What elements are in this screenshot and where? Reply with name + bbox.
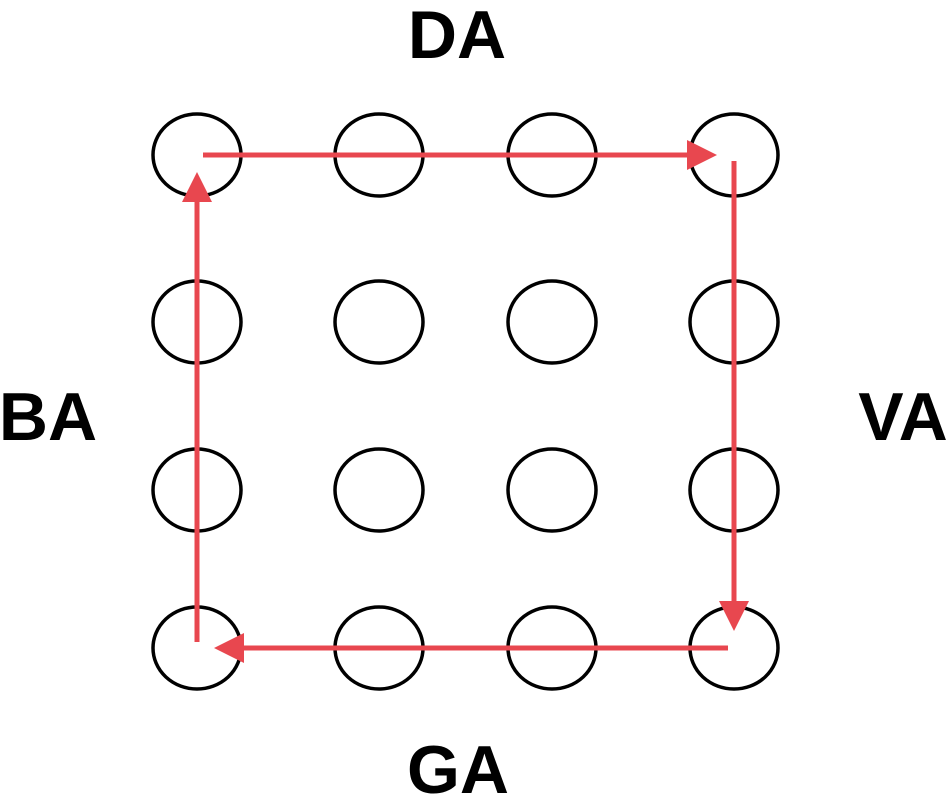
grid-circle-r2-c2	[333, 279, 425, 365]
label-left: BA	[0, 379, 97, 455]
label-bottom: GA	[407, 732, 509, 796]
grid-circle-r3-c3	[506, 447, 598, 533]
grid-circle-r3-c2	[333, 447, 425, 533]
grid-circle-r2-c3	[506, 279, 598, 365]
label-top: DA	[408, 0, 506, 73]
circle-grid	[151, 112, 780, 691]
label-right: VA	[858, 379, 947, 455]
arrow-path	[182, 140, 749, 663]
